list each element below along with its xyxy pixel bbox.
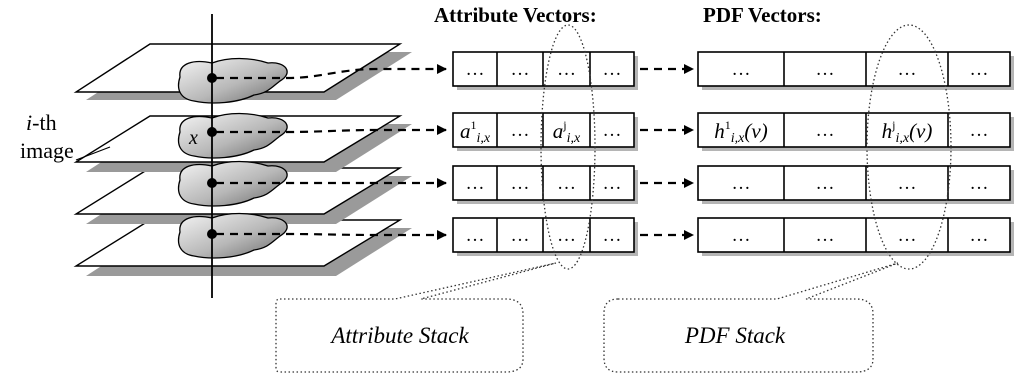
pixel-label: x [188,127,198,149]
pdf-vector-row: h1i,x(v) … hji,x(v) … [697,112,1014,151]
attribute-vector-row: a1i,x … aji,x … [452,112,638,151]
vector-cell-ellipsis: … [511,120,530,141]
pdf-vector-row: … … … … [697,51,1014,90]
image-label-line1: i-th [26,110,57,135]
vector-cell-ellipsis: … [816,173,835,194]
vector-cell-ellipsis: … [816,120,835,141]
vector-cell-ellipsis: … [466,59,485,80]
vector-cell-ellipsis: … [970,173,989,194]
vector-cell-ellipsis: … [557,225,576,246]
vector-cell-ellipsis: … [816,225,835,246]
vector-cell-ellipsis: … [511,173,530,194]
vector-row-frame [697,112,1011,148]
pdf-cell-hj: hji,x(v) [882,118,933,146]
attribute-stack-ellipse [540,24,596,270]
pixel-dot [207,178,217,188]
vector-cell-ellipsis: … [970,225,989,246]
pdf-stack-label: PDF Stack [684,323,786,348]
pdf-stack-bubble [603,262,899,373]
vector-row-frame [697,165,1011,201]
attribute-vector-row: … … … … [452,165,638,204]
vector-cell-ellipsis: … [970,120,989,141]
pdf-stack-ellipse [866,24,952,270]
pdf-vector-row: … … … … [697,165,1014,204]
image-label-line2: image [20,138,74,163]
attribute-cell-a1: a1i,x [460,118,491,146]
vector-cell-ellipsis: … [603,59,622,80]
vector-cell-ellipsis: … [603,173,622,194]
attribute-vector-row: … … … … [452,217,638,256]
vector-cell-ellipsis: … [466,173,485,194]
vector-row-frame [697,51,1011,87]
vector-cell-ellipsis: … [732,173,751,194]
blob-to-attribute-arrow [216,64,447,80]
pixel-dot [207,229,217,239]
vector-cell-ellipsis: … [511,59,530,80]
attribute-vectors: … … … … a1i,x … aji,x … … … … … … … … … [452,51,638,256]
pdf-vectors-header: PDF Vectors: [703,3,822,27]
vector-cell-ellipsis: … [732,225,751,246]
image-stack: x [73,14,412,298]
attribute-vector-row: … … … … [452,51,638,90]
pixel-dots [207,73,217,239]
vector-cell-ellipsis: … [603,120,622,141]
blob-to-attribute-arrow [216,125,447,135]
vector-cell-ellipsis: … [970,59,989,80]
pdf-cell-h1: h1i,x(v) [714,118,767,146]
attribute-to-pdf-connectors [640,64,694,240]
blob-to-attribute-arrow [216,230,447,240]
vector-cell-ellipsis: … [603,225,622,246]
pdf-vector-row: … … … … [697,217,1014,256]
vector-cell-ellipsis: … [898,173,917,194]
attribute-stack-bubble [275,262,557,373]
image-label: i-th image [20,110,111,163]
attribute-stack-label: Attribute Stack [329,323,469,348]
blob-to-attribute-connectors [216,64,447,240]
pixel-dot [207,73,217,83]
attribute-stack-callout: Attribute Stack [275,262,557,373]
image-label-leader [75,146,111,161]
vector-cell-ellipsis: … [557,173,576,194]
attribute-cell-aj: aji,x [553,118,581,146]
vector-cell-ellipsis: … [511,225,530,246]
vector-cell-ellipsis: … [898,225,917,246]
vector-cell-ellipsis: … [898,59,917,80]
vector-cell-ellipsis: … [557,59,576,80]
pdf-vectors: … … … … h1i,x(v) … hji,x(v) … … … … … … … … … [697,51,1014,256]
pixel-dot [207,127,217,137]
vector-cell-ellipsis: … [816,59,835,80]
vector-row-frame [697,217,1011,253]
vector-cell-ellipsis: … [466,225,485,246]
attribute-vectors-header: Attribute Vectors: [434,3,597,27]
pdf-stack-callout: PDF Stack [603,262,899,373]
vector-cell-ellipsis: … [732,59,751,80]
